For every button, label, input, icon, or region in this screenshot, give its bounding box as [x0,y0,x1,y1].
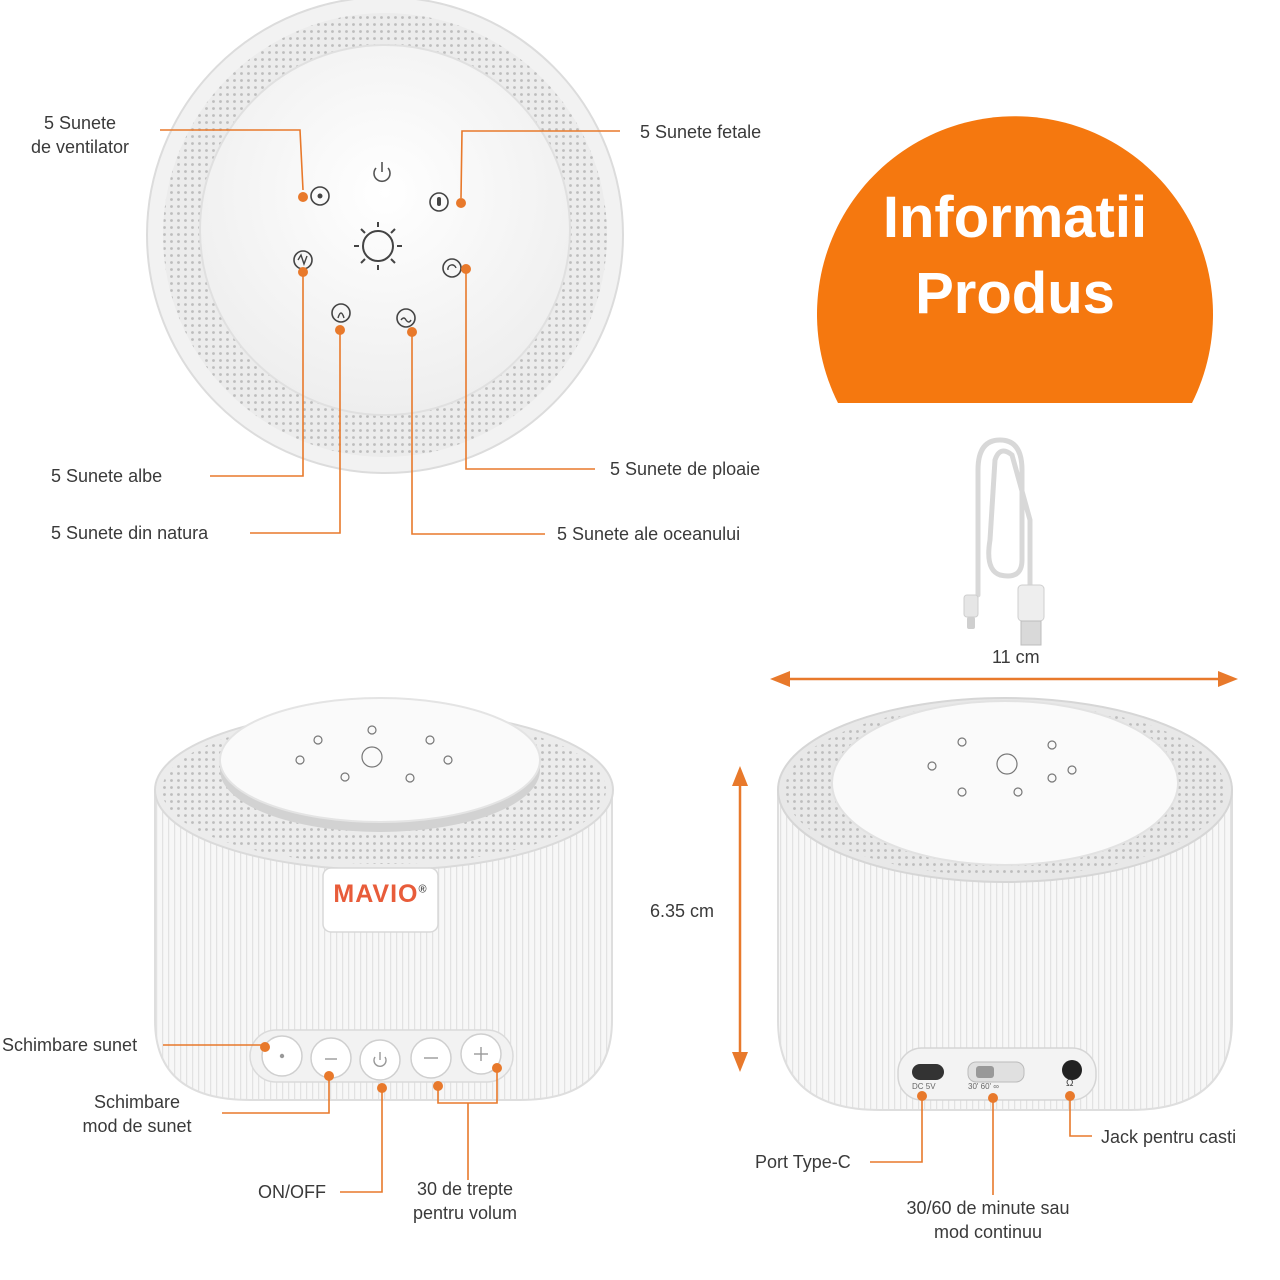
front-callouts [163,1044,498,1193]
registered-mark: ® [418,883,428,896]
back-device [777,697,1233,1111]
brand-logo-text: MAVIO [333,880,419,908]
top-view-device [146,0,624,474]
width-arrow [770,671,1238,687]
label-fetal-sounds: 5 Sunete fetale [640,122,762,142]
width-dimension: 11 cm [992,647,1040,667]
label-white-sounds: 5 Sunete albe [51,466,163,486]
power-icon [373,162,391,183]
banner-title: Informatii Produs [830,180,1200,332]
usb-c-port [912,1064,944,1080]
top-view-callouts [160,129,620,535]
label-change-mode: Schimbare mod de sunet [82,1092,192,1136]
label-headphone-jack: Jack pentru casti [1101,1127,1237,1147]
ocean-sound-icon [396,308,416,328]
label-power: ON/OFF [258,1182,326,1202]
banner-title-line1: Informatii [882,185,1148,250]
dc-marking: DC 5V [912,1082,936,1091]
height-dimension: 6.35 cm [650,901,715,921]
label-type-c-port: Port Type-C [755,1152,851,1172]
back-callouts [870,1100,1092,1195]
label-fan-sounds: 5 Sunete de ventilator [30,113,130,157]
label-rain-sounds: 5 Sunete de ploaie [610,459,761,479]
banner-title-line2: Produs [915,261,1115,326]
nature-sound-icon [331,303,351,323]
sun-icon [354,222,402,270]
fan-sound-icon [310,186,330,206]
headphone-marking: Ω [1066,1078,1074,1089]
callout-dots [298,192,471,337]
fetal-sound-icon [429,192,449,212]
label-ocean-sounds: 5 Sunete ale oceanului [557,524,741,544]
label-volume: 30 de trepte pentru volum [412,1179,518,1223]
label-timer-mode: 30/60 de minute sau mod continuu [906,1198,1070,1242]
usb-a-plug [1017,584,1045,646]
brand-logo: MAVIO® [323,880,438,909]
rain-sound-icon [442,258,462,278]
height-arrow [732,766,748,1072]
usb-c-plug [963,594,979,629]
front-device [154,697,614,1101]
info-banner [817,116,1213,403]
headphone-jack [1062,1060,1082,1080]
usb-cable [975,437,1033,598]
label-nature-sounds: 5 Sunete din natura [51,523,209,543]
label-change-sound: Schimbare sunet [2,1035,138,1055]
timer-marking: 30' 60' ∞ [968,1082,999,1091]
